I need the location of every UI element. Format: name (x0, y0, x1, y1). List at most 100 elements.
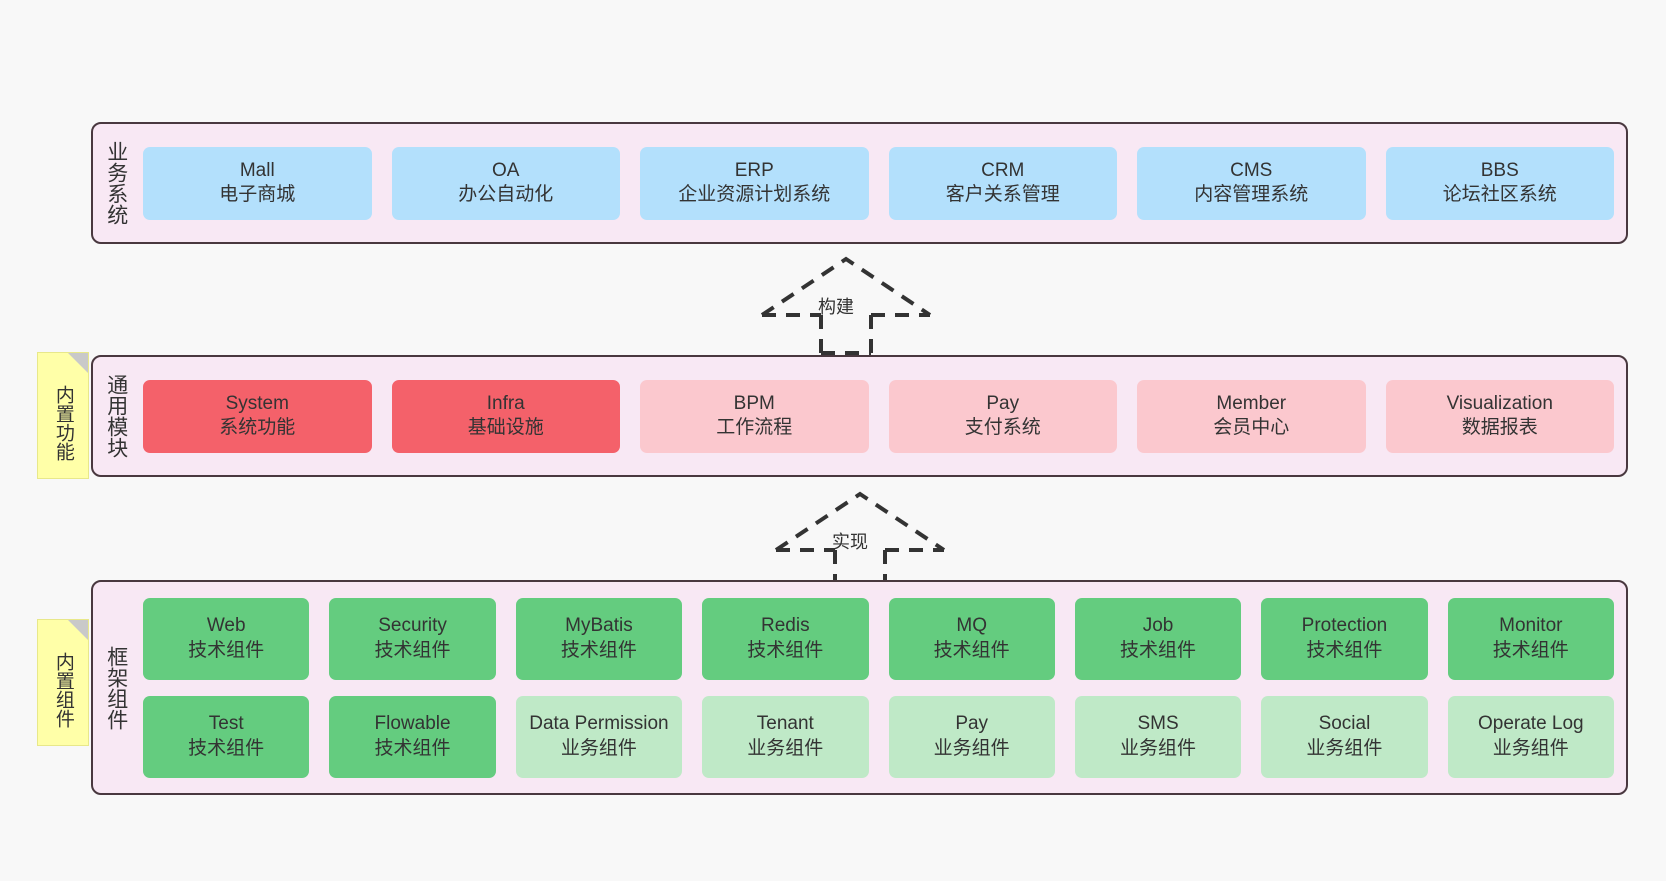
module-card-name: MyBatis (565, 615, 633, 637)
relation-arrow-build: 构建 (756, 255, 936, 355)
module-card-subtitle: 论坛社区系统 (1442, 184, 1557, 205)
module-card-name: ERP (734, 159, 774, 181)
module-card-subtitle: 技术组件 (560, 639, 637, 661)
sticky-note-builtin-function: 内置功能 (37, 352, 89, 479)
module-card-name: Pay (955, 713, 989, 735)
dashed-up-arrow-icon (760, 256, 932, 355)
module-card-subtitle: 系统功能 (219, 417, 296, 438)
module-card-tenant[interactable]: Tenant 业务组件 (702, 695, 869, 778)
module-card-name: Flowable (374, 713, 451, 735)
module-card-subtitle: 电子商城 (219, 184, 296, 205)
module-card-subtitle: 客户关系管理 (945, 184, 1060, 205)
module-card-bpm[interactable]: BPM 工作流程 (640, 379, 869, 453)
module-card-name: Data Permission (529, 713, 669, 735)
module-card-name: Member (1216, 392, 1287, 414)
module-card-name: Protection (1301, 615, 1388, 637)
relation-arrow-realize: 实现 (770, 490, 950, 590)
module-card-name: Web (206, 615, 246, 637)
module-card-subtitle: 技术组件 (374, 639, 451, 661)
module-card-name: Visualization (1446, 392, 1553, 414)
module-card-infra[interactable]: Infra 基础设施 (391, 379, 620, 453)
module-card-erp[interactable]: ERP 企业资源计划系统 (640, 146, 869, 220)
module-card-subtitle: 业务组件 (560, 737, 637, 759)
module-card-subtitle: 技术组件 (188, 737, 265, 759)
module-card-data-permission[interactable]: Data Permission 业务组件 (515, 695, 683, 778)
relation-arrow-label: 构建 (818, 297, 854, 317)
module-card-system[interactable]: System 系统功能 (143, 379, 372, 453)
layer-business-system: 业务系统 Mall 电子商城 OA 办公自动化 ERP 企业资源计划系统 CRM… (91, 122, 1628, 244)
module-card-pay[interactable]: Pay 支付系统 (888, 379, 1117, 453)
module-card-subtitle: 会员中心 (1213, 417, 1290, 438)
layer-body-common-module: System 系统功能 Infra 基础设施 BPM 工作流程 Pay 支付系统… (139, 357, 1626, 475)
module-card-subtitle: 业务组件 (1306, 737, 1383, 759)
module-card-name: Test (208, 713, 244, 735)
module-card-bbs[interactable]: BBS 论坛社区系统 (1385, 146, 1614, 220)
module-card-subtitle: 基础设施 (467, 417, 544, 438)
relation-arrow-label: 实现 (832, 532, 868, 552)
module-card-name: Mall (239, 159, 275, 181)
sticky-note-text: 内置功能 (52, 384, 74, 461)
module-card-subtitle: 企业资源计划系统 (678, 184, 831, 205)
module-card-web[interactable]: Web 技术组件 (143, 597, 310, 680)
layer-common-module: 通用模块 System 系统功能 Infra 基础设施 BPM 工作流程 Pay… (91, 355, 1628, 477)
module-card-name: Security (378, 615, 447, 637)
module-card-subtitle: 技术组件 (374, 737, 451, 759)
module-card-security[interactable]: Security 技术组件 (329, 597, 496, 680)
module-card-visualization[interactable]: Visualization 数据报表 (1385, 379, 1614, 453)
module-card-monitor[interactable]: Monitor 技术组件 (1447, 597, 1614, 680)
module-card-name: Tenant (756, 713, 814, 735)
layer-title-framework-component: 框架组件 (104, 645, 128, 730)
module-card-subtitle: 技术组件 (1306, 639, 1383, 661)
module-card-name: Social (1318, 713, 1371, 735)
module-card-subtitle: 支付系统 (964, 417, 1041, 438)
layer-body-business-system: Mall 电子商城 OA 办公自动化 ERP 企业资源计划系统 CRM 客户关系… (139, 124, 1626, 242)
module-card-sms[interactable]: SMS 业务组件 (1074, 695, 1242, 778)
layer-row: Test 技术组件 Flowable 技术组件 Data Permission … (143, 695, 1614, 778)
module-card-subtitle: 业务组件 (1120, 737, 1197, 759)
module-card-subtitle: 技术组件 (188, 639, 265, 661)
module-card-oa[interactable]: OA 办公自动化 (391, 146, 620, 220)
module-card-subtitle: 内容管理系统 (1194, 184, 1309, 205)
module-card-job[interactable]: Job 技术组件 (1074, 597, 1242, 680)
module-card-protection[interactable]: Protection 技术组件 (1261, 597, 1428, 680)
layer-title-common-module: 通用模块 (104, 374, 128, 458)
module-card-name: Operate Log (1477, 713, 1584, 735)
module-card-name: CRM (981, 159, 1025, 181)
module-card-name: Pay (986, 392, 1020, 414)
layer-title-business-system: 业务系统 (104, 141, 128, 225)
module-card-flowable[interactable]: Flowable 技术组件 (329, 695, 496, 778)
module-card-subtitle: 技术组件 (1120, 639, 1197, 661)
module-card-cms[interactable]: CMS 内容管理系统 (1137, 146, 1366, 220)
layer-row: System 系统功能 Infra 基础设施 BPM 工作流程 Pay 支付系统… (143, 379, 1614, 453)
module-card-social[interactable]: Social 业务组件 (1261, 695, 1428, 778)
module-card-name: Job (1142, 615, 1174, 637)
module-card-subtitle: 数据报表 (1461, 417, 1538, 438)
module-card-crm[interactable]: CRM 客户关系管理 (888, 146, 1117, 220)
module-card-subtitle: 办公自动化 (458, 184, 554, 205)
module-card-pay-business[interactable]: Pay 业务组件 (888, 695, 1055, 778)
module-card-mall[interactable]: Mall 电子商城 (143, 146, 372, 220)
module-card-subtitle: 技术组件 (1492, 639, 1569, 661)
module-card-subtitle: 工作流程 (716, 417, 793, 438)
module-card-name: Monitor (1499, 615, 1563, 637)
module-card-member[interactable]: Member 会员中心 (1137, 379, 1366, 453)
module-card-mybatis[interactable]: MyBatis 技术组件 (515, 597, 683, 680)
layer-row: Mall 电子商城 OA 办公自动化 ERP 企业资源计划系统 CRM 客户关系… (143, 146, 1614, 220)
module-card-subtitle: 业务组件 (747, 737, 824, 759)
module-card-name: CMS (1230, 159, 1273, 181)
module-card-operate-log[interactable]: Operate Log 业务组件 (1447, 695, 1614, 778)
module-card-test[interactable]: Test 技术组件 (143, 695, 310, 778)
module-card-subtitle: 业务组件 (1492, 737, 1569, 759)
module-card-name: BPM (733, 392, 775, 414)
sticky-note-text: 内置组件 (52, 651, 74, 728)
module-card-subtitle: 技术组件 (933, 639, 1010, 661)
module-card-name: OA (492, 159, 520, 181)
module-card-subtitle: 业务组件 (933, 737, 1010, 759)
module-card-name: BBS (1480, 159, 1519, 181)
module-card-redis[interactable]: Redis 技术组件 (702, 597, 869, 680)
module-card-name: SMS (1137, 713, 1179, 735)
module-card-mq[interactable]: MQ 技术组件 (888, 597, 1055, 680)
sticky-note-builtin-component: 内置组件 (37, 619, 89, 746)
module-card-name: System (225, 392, 289, 414)
